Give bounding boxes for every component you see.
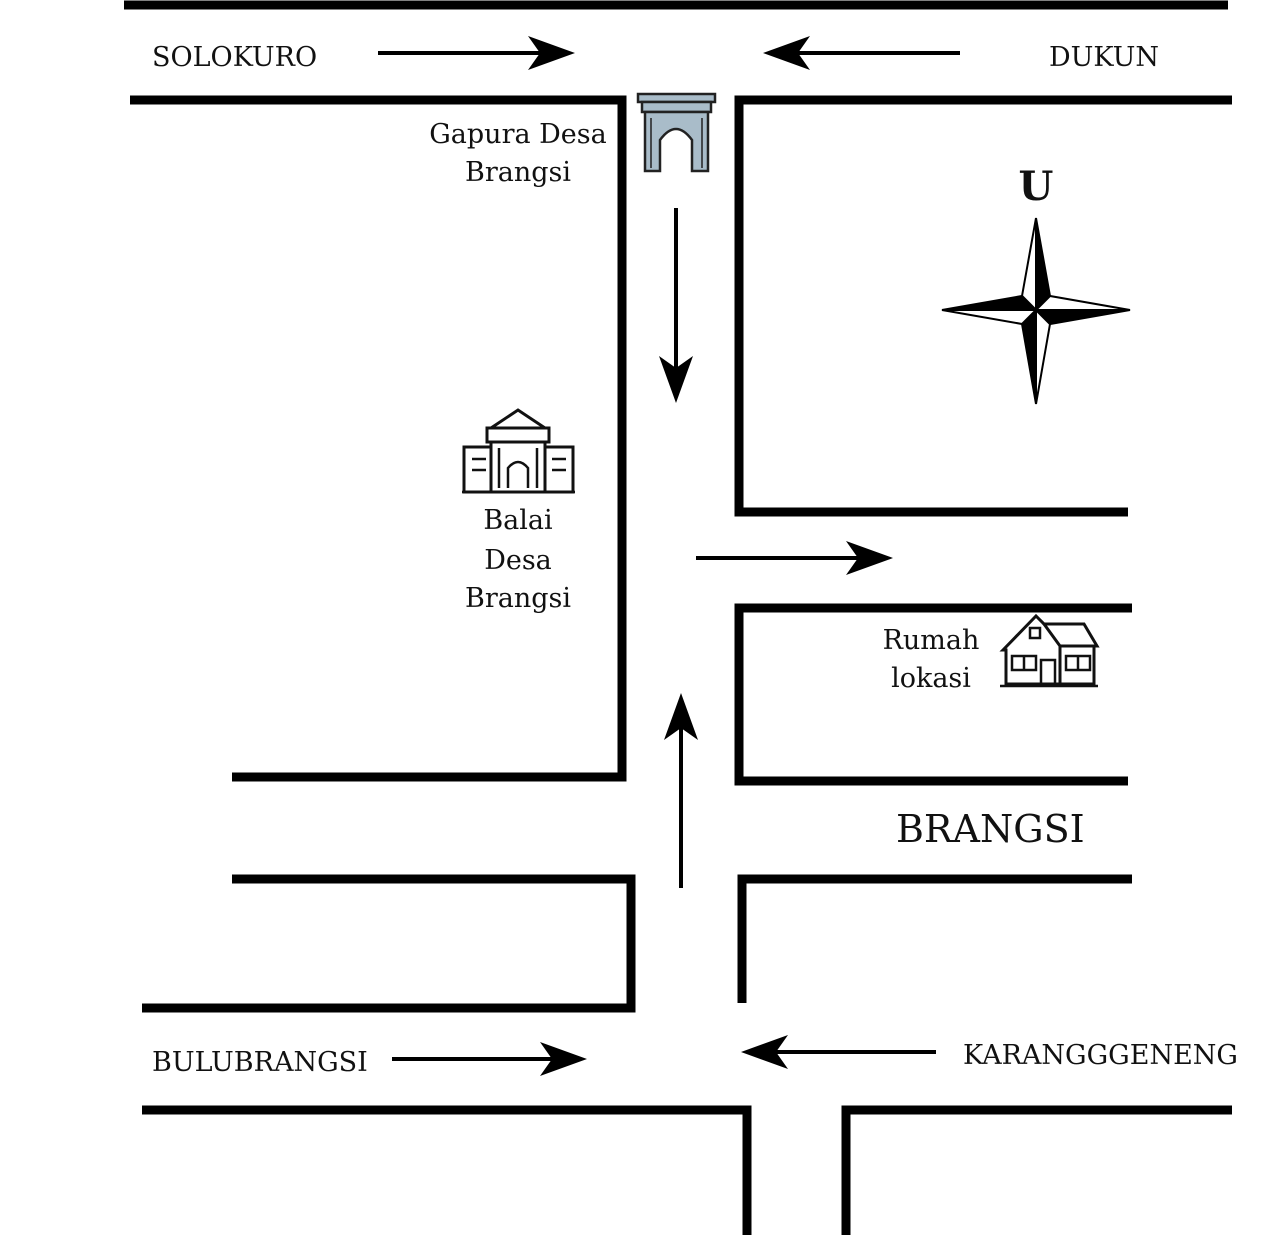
road-north-east-block — [734, 95, 1232, 517]
house-label-line1: Rumah — [883, 625, 980, 656]
compass-north-label: U — [1019, 163, 1054, 210]
road-south-east-block — [841, 1105, 1232, 1235]
arrow-west-top-icon — [763, 36, 960, 70]
road-label-bulubrangsi: BULUBRANGSI — [152, 1047, 368, 1078]
government-building-icon — [462, 408, 575, 494]
arrow-south-from-gate-icon — [659, 208, 693, 403]
area-label-brangsi: BRANGSI — [896, 807, 1085, 851]
house-icon — [999, 613, 1100, 688]
arrow-east-top-icon — [378, 36, 575, 70]
road-west-lower-block — [142, 874, 636, 1013]
road-east-middle-block — [734, 603, 1132, 786]
gate-label-line2: Brangsi — [465, 157, 571, 188]
road-label-solokuro: SOLOKURO — [152, 42, 317, 73]
road-label-karangggeneng: KARANGGGENENG — [963, 1040, 1238, 1071]
roads — [124, 0, 1232, 1235]
arrow-east-bottom-icon — [392, 1042, 587, 1076]
arrow-east-to-house-icon — [696, 541, 893, 575]
hall-label-line2: Desa — [484, 545, 552, 576]
road-north-west-block — [130, 95, 627, 782]
gate-icon — [636, 92, 717, 173]
house-label-line2: lokasi — [891, 663, 971, 694]
direction-arrows — [378, 36, 960, 1076]
gate-label-line1: Gapura Desa — [429, 119, 607, 150]
arrow-north-center-icon — [664, 693, 698, 888]
compass-rose-icon — [941, 217, 1131, 405]
hall-label-line1: Balai — [483, 505, 553, 536]
road-label-dukun: DUKUN — [1049, 42, 1159, 73]
hall-label-line3: Brangsi — [465, 583, 571, 614]
arrow-west-bottom-icon — [741, 1035, 936, 1069]
road-south-west-block — [142, 1105, 752, 1235]
road-east-lower-block — [737, 874, 1132, 1003]
